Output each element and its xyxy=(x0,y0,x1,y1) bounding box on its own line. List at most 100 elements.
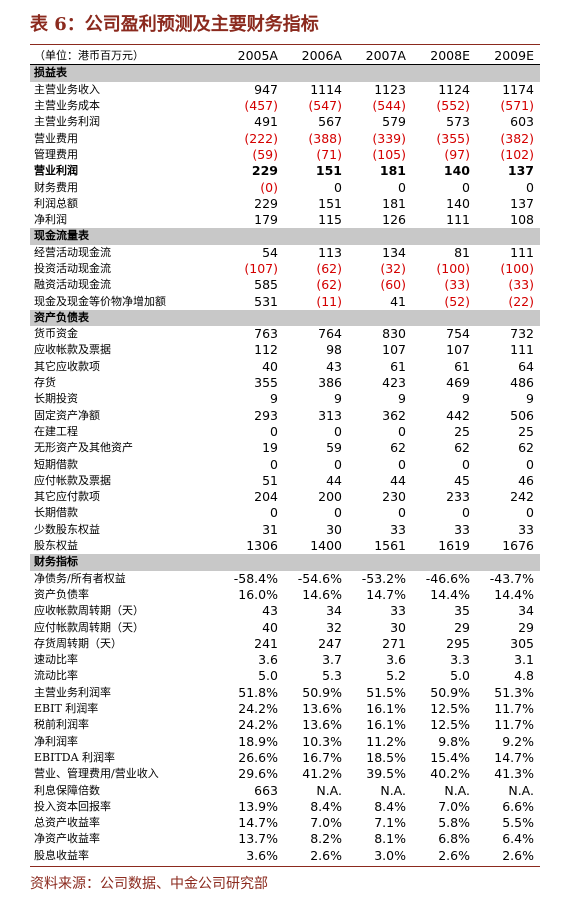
header-row: （单位：港币百万元） 2005A 2006A 2007A 2008E 2009E xyxy=(30,48,540,66)
value-cell: 16.7% xyxy=(302,749,342,765)
value-cell: 764 xyxy=(318,326,342,342)
value-cell: 13.6% xyxy=(302,717,342,733)
value-cell: 14.4% xyxy=(494,586,534,602)
value-cell: 126 xyxy=(382,212,406,228)
value-cell: 3.3 xyxy=(450,652,470,668)
value-cell: 35 xyxy=(454,603,470,619)
value-cell: 29.6% xyxy=(238,766,278,782)
value-cell: 24.2% xyxy=(238,701,278,717)
section-title: 资产负债表 xyxy=(30,309,540,327)
value-cell: 8.2% xyxy=(310,831,342,847)
value-cell: 61 xyxy=(390,358,406,374)
value-cell: 112 xyxy=(254,342,278,358)
value-cell: 29 xyxy=(454,619,470,635)
value-cell: 5.0 xyxy=(258,668,278,684)
row-label: 在建工程 xyxy=(34,424,78,438)
value-cell: (388) xyxy=(308,130,342,146)
value-cell: 10.3% xyxy=(302,733,342,749)
row-label: 应收帐款周转期（天） xyxy=(34,604,144,618)
value-cell: (571) xyxy=(500,98,534,114)
value-cell: 247 xyxy=(318,635,342,651)
value-cell: 45 xyxy=(454,472,470,488)
row-label: 股息收益率 xyxy=(34,848,89,862)
row-label: 净利润率 xyxy=(34,734,78,748)
row-label: 短期借款 xyxy=(34,457,78,471)
value-cell: 0 xyxy=(398,423,406,439)
value-cell: 305 xyxy=(510,635,534,651)
value-cell: 732 xyxy=(510,326,534,342)
value-cell: 134 xyxy=(382,244,406,260)
year-header: 2009E xyxy=(476,48,540,66)
value-cell: 663 xyxy=(254,782,278,798)
value-cell: 8.1% xyxy=(374,831,406,847)
value-cell: (552) xyxy=(436,98,470,114)
bottom-divider xyxy=(30,866,540,867)
value-cell: 1306 xyxy=(246,538,278,554)
value-cell: 107 xyxy=(446,342,470,358)
value-cell: N.A. xyxy=(508,782,534,798)
value-cell: 233 xyxy=(446,489,470,505)
value-cell: 9.8% xyxy=(438,733,470,749)
value-cell: (97) xyxy=(444,146,470,162)
value-cell: N.A. xyxy=(316,782,342,798)
value-cell: 0 xyxy=(462,505,470,521)
value-cell: 33 xyxy=(518,521,534,537)
value-cell: 30 xyxy=(390,619,406,635)
table-row: 净债务/所有者权益-58.4%-54.6%-53.2%-46.6%-43.7% xyxy=(30,571,540,587)
value-cell: 293 xyxy=(254,407,278,423)
top-divider xyxy=(30,44,540,45)
value-cell: 179 xyxy=(254,212,278,228)
value-cell: (105) xyxy=(372,146,406,162)
row-label: EBITDA 利润率 xyxy=(34,750,116,764)
value-cell: 137 xyxy=(510,195,534,211)
value-cell: 2.6% xyxy=(438,847,470,863)
value-cell: 14.6% xyxy=(302,586,342,602)
value-cell: 13.7% xyxy=(238,831,278,847)
value-cell: 5.2 xyxy=(386,668,406,684)
value-cell: 3.1 xyxy=(514,652,534,668)
value-cell: (33) xyxy=(508,277,534,293)
value-cell: 9 xyxy=(526,391,534,407)
value-cell: 181 xyxy=(379,163,406,179)
value-cell: (59) xyxy=(252,146,278,162)
unit-label: （单位：港币百万元） xyxy=(30,48,220,66)
value-cell: 41.2% xyxy=(302,766,342,782)
value-cell: 0 xyxy=(270,456,278,472)
value-cell: 14.7% xyxy=(494,749,534,765)
value-cell: 1561 xyxy=(374,538,406,554)
value-cell: (62) xyxy=(316,277,342,293)
value-cell: 181 xyxy=(382,195,406,211)
value-cell: 567 xyxy=(318,114,342,130)
value-cell: -46.6% xyxy=(425,570,470,586)
section-title: 现金流量表 xyxy=(30,228,540,245)
value-cell: 2.6% xyxy=(502,847,534,863)
row-label: 应付帐款及票据 xyxy=(34,473,111,487)
value-cell: (32) xyxy=(380,261,406,276)
value-cell: 3.7 xyxy=(322,652,342,668)
value-cell: 62 xyxy=(390,440,406,456)
year-header: 2005A xyxy=(220,48,284,66)
value-cell: 491 xyxy=(254,114,278,130)
value-cell: 362 xyxy=(382,407,406,423)
value-cell: 579 xyxy=(382,114,406,130)
value-cell: 12.5% xyxy=(430,717,470,733)
value-cell: (222) xyxy=(244,130,278,146)
value-cell: 62 xyxy=(454,440,470,456)
value-cell: 6.4% xyxy=(502,831,534,847)
value-cell: 0 xyxy=(270,505,278,521)
row-label: 总资产收益率 xyxy=(34,816,100,830)
value-cell: (355) xyxy=(436,130,470,146)
value-cell: 0 xyxy=(270,423,278,439)
value-cell: 140 xyxy=(446,195,470,211)
value-cell: 763 xyxy=(254,326,278,342)
value-cell: 13.9% xyxy=(238,798,278,814)
value-cell: 11.7% xyxy=(494,701,534,717)
